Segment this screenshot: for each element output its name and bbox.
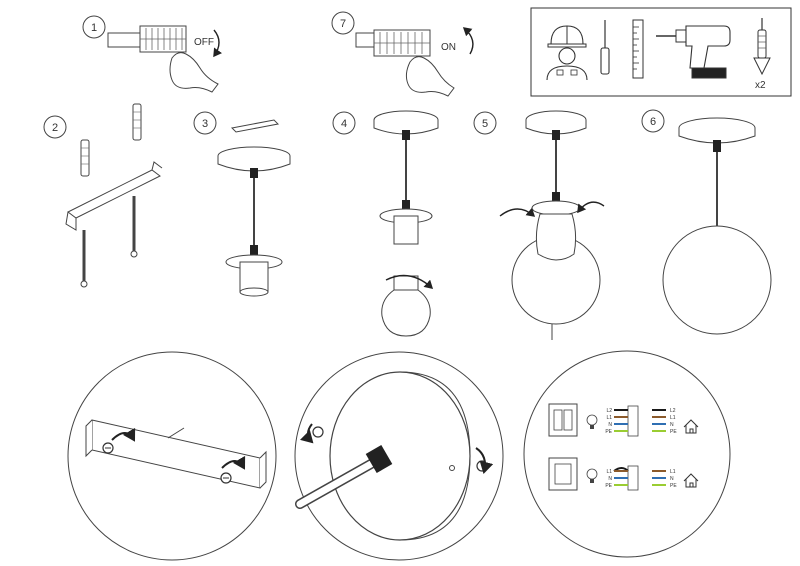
wire-label: PE <box>670 483 677 489</box>
wire-label: L1 <box>670 469 676 475</box>
rotate-arrow-icon <box>385 274 434 289</box>
step-number: 1 <box>91 22 97 34</box>
detail-bracket-screws <box>67 351 277 561</box>
rotate-arrow-icon <box>499 207 536 217</box>
step-number-badge <box>641 109 665 133</box>
lamp-holder-icon <box>379 200 433 245</box>
step-7-power-on: 7 ON <box>331 11 474 97</box>
step-number: 4 <box>341 118 347 130</box>
single-switch-wiring: L1 N PE L1 N PE <box>548 457 699 491</box>
step-number: 5 <box>482 118 488 130</box>
step-number: 3 <box>202 118 208 130</box>
rotate-arrow-icon <box>475 447 494 474</box>
terminal-block-icon <box>355 29 431 57</box>
globe-shade-icon <box>662 225 772 335</box>
screw-icon <box>80 230 88 288</box>
bulb-icon <box>381 275 431 337</box>
wall-plug-icon <box>80 139 90 177</box>
step-1-power-off: 1 OFF <box>82 15 223 93</box>
hand-icon <box>169 52 219 93</box>
step-6-finished-lamp: 6 <box>641 109 772 335</box>
step-number-badge <box>193 111 217 135</box>
detail-wiring-diagram: L2 L1 N PE L2 L1 <box>523 350 731 558</box>
wire-label: PE <box>605 429 612 435</box>
step-number: 6 <box>650 116 656 128</box>
screwdriver-icon <box>600 20 610 75</box>
step-number-badge <box>331 11 355 35</box>
canopy-icon <box>525 110 587 135</box>
step-number-badge <box>82 15 106 39</box>
labels-right: L2 L1 N PE <box>670 408 677 435</box>
switch-state-label: ON <box>441 42 456 53</box>
double-switch-icon <box>548 403 578 437</box>
rotate-arrow-icon <box>577 201 605 214</box>
electrician-icon <box>546 25 588 81</box>
step-2-mounting-bracket: 2 <box>43 103 163 288</box>
wire-label: N <box>608 422 612 428</box>
hand-icon <box>405 56 455 97</box>
bracket-icon <box>65 161 163 231</box>
labels-left: L1 N PE <box>605 469 612 489</box>
rotate-arrow-icon <box>462 27 474 55</box>
step-number: 7 <box>340 18 346 30</box>
bulb-symbol-icon <box>586 414 598 429</box>
terminal-block-icon <box>627 465 639 491</box>
house-icon <box>683 473 699 488</box>
labels-left: L2 L1 N PE <box>605 408 612 435</box>
lamp-holder-icon <box>225 245 283 297</box>
ruler-icon <box>632 19 644 79</box>
wall-plug-and-screw-icon: x2 <box>753 18 771 91</box>
rotate-arrow-icon <box>299 423 314 444</box>
bulb-symbol-icon <box>586 468 598 483</box>
wire-label: PE <box>605 483 612 489</box>
wire-label: L2 <box>670 408 676 414</box>
wire-label: L1 <box>670 415 676 421</box>
switch-state-label: OFF <box>194 37 214 48</box>
bracket-icon <box>230 119 280 133</box>
canopy-icon <box>217 146 291 172</box>
step-5-globe: 5 <box>473 110 605 340</box>
required-tools-box: x2 <box>530 7 792 97</box>
wire-label: L2 <box>606 408 612 414</box>
step-3-attach-canopy: 3 <box>193 111 291 297</box>
step-number-badge <box>332 111 356 135</box>
step-number-badge <box>43 115 67 139</box>
wire-label: PE <box>670 429 677 435</box>
rotate-arrow-icon <box>111 427 136 442</box>
screw-head-icon <box>312 426 324 438</box>
screw-icon <box>130 196 138 258</box>
step-number: 2 <box>52 122 58 134</box>
wires-left <box>613 467 629 486</box>
rotate-arrow-icon <box>221 455 246 470</box>
step-number-badge <box>473 111 497 135</box>
wire-label: L1 <box>606 415 612 421</box>
cordless-drill-icon <box>656 25 731 79</box>
canopy-icon <box>329 371 471 541</box>
screw-head-icon <box>220 472 232 484</box>
labels-right: L1 N PE <box>670 469 677 489</box>
wire-label: N <box>670 476 674 482</box>
wires-right <box>652 409 666 432</box>
detail-canopy-fixing <box>294 351 504 561</box>
terminal-block-icon <box>627 405 639 437</box>
screw-quantity: x2 <box>755 80 766 91</box>
wire-label: N <box>608 476 612 482</box>
single-switch-icon <box>548 457 578 491</box>
double-switch-wiring: L2 L1 N PE L2 L1 <box>548 403 699 437</box>
terminal-block-icon <box>107 25 187 53</box>
step-4-bulb: 4 <box>332 110 439 337</box>
wire-label: L1 <box>606 469 612 475</box>
wires-right <box>652 470 666 486</box>
screw-head-icon <box>102 442 114 454</box>
rotate-arrow-icon <box>213 29 223 58</box>
canopy-icon <box>678 117 756 144</box>
wire-label: N <box>670 422 674 428</box>
house-icon <box>683 419 699 434</box>
wall-plug-icon <box>132 103 142 141</box>
wires-left <box>614 409 628 432</box>
